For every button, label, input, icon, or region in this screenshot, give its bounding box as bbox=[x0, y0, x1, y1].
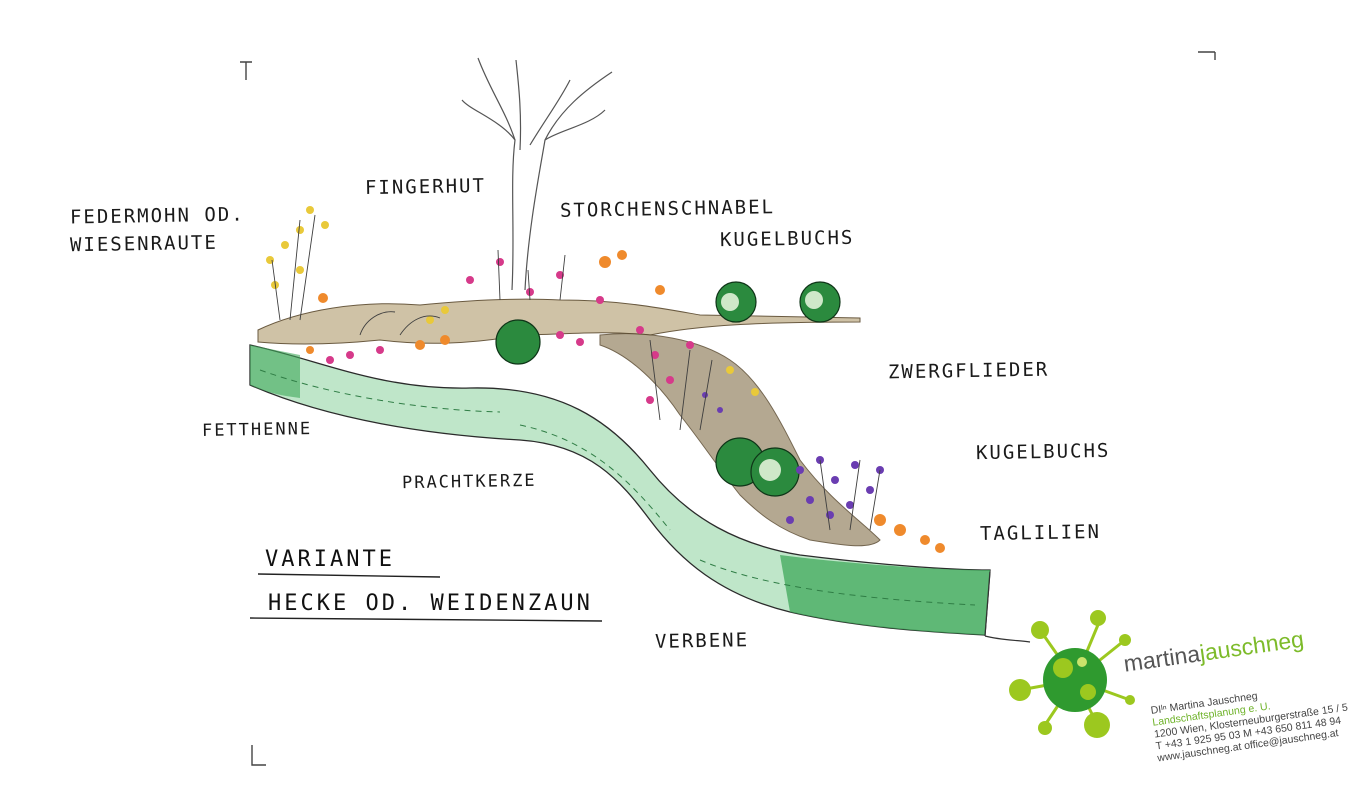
title-underlines bbox=[249, 573, 603, 622]
label-taglilien: TAGLILIEN bbox=[979, 520, 1102, 546]
title-variante: VARIANTE bbox=[265, 547, 395, 572]
logo-graphic bbox=[1009, 610, 1135, 738]
label-fingerhut: FINGERHUT bbox=[364, 174, 487, 200]
label-fetthenne: FETTHENNE bbox=[201, 419, 313, 441]
label-storchenschnabel: STORCHENSCHNABEL bbox=[559, 196, 776, 222]
flowers-orange bbox=[306, 250, 945, 553]
flowers-purple bbox=[702, 392, 884, 524]
flowers-yellow bbox=[266, 206, 759, 396]
hedge-band bbox=[249, 344, 1031, 643]
plant-stems bbox=[271, 214, 881, 531]
corner-marks bbox=[240, 51, 1216, 766]
label-wiesenraute: WIESENRAUTE bbox=[69, 231, 219, 257]
label-zwergflieder: ZWERGFLIEDER bbox=[887, 358, 1050, 384]
flowers-pink bbox=[326, 258, 694, 404]
title-hecke: HECKE OD. WEIDENZAUN bbox=[268, 591, 593, 616]
label-verbene: VERBENE bbox=[654, 629, 750, 653]
label-kugelbuchs-right: KUGELBUCHS bbox=[975, 439, 1111, 465]
boxwood-shrubs bbox=[495, 281, 841, 497]
label-kugelbuchs-top: KUGELBUCHS bbox=[719, 226, 855, 252]
label-prachtkerze: PRACHTKERZE bbox=[401, 470, 537, 494]
tree-sketch bbox=[461, 57, 613, 291]
label-federmohn: FEDERMOHN OD. bbox=[69, 203, 245, 229]
